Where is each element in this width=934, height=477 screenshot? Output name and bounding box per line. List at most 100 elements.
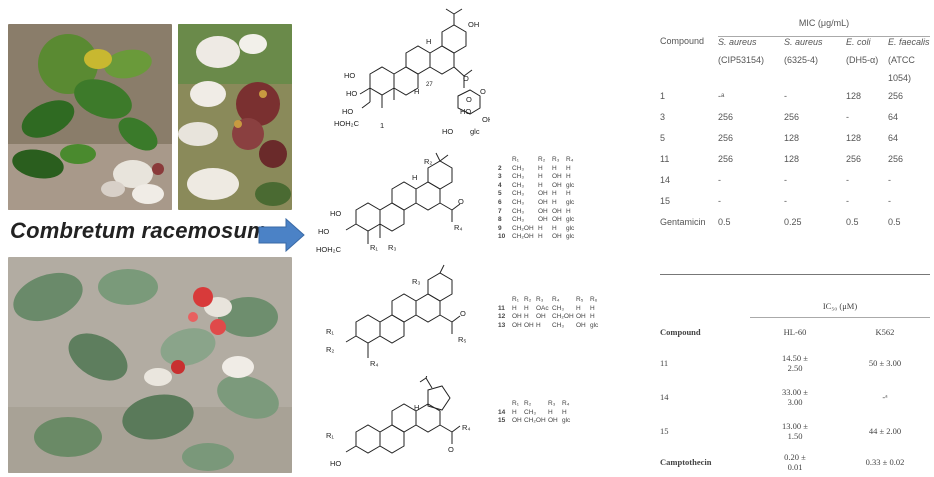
mic-col-header: Compound (660, 36, 705, 46)
mic-cell: 0.5 (718, 216, 731, 227)
ic50-cell: -ᵃ (882, 391, 888, 402)
mic-cell: 64 (888, 111, 899, 122)
mic-col-header: E. faecalis (888, 36, 930, 47)
ic50-value: 0.20 ± (784, 451, 806, 462)
substituent-cell: H (512, 304, 517, 312)
substituent-cell: R₁ (512, 400, 519, 407)
substituent-cell: 11 (498, 304, 505, 312)
substituent-cell: CH₃ (512, 216, 525, 224)
substituent-cell: OH (548, 417, 558, 425)
substituent-cell: H (566, 164, 571, 172)
mic-cell: - (784, 195, 787, 206)
substituent-cell: H (590, 313, 595, 321)
substituent-cell: 5 (498, 190, 502, 198)
substituent-cell: H (538, 233, 543, 241)
substituent-cell: glc (566, 181, 575, 189)
substituent-cell: glc (566, 233, 575, 241)
substituent-cell: OH (552, 216, 562, 224)
mic-row: 15---- (660, 196, 930, 217)
substituent-cell: H (538, 181, 543, 189)
mic-col-subheader: (6325-4) (784, 54, 819, 65)
substituent-cell: CH₂OH (524, 417, 546, 425)
structure-2: R₂ HO H O R₄ HO R₁ R₃ HOH₂C (316, 152, 464, 254)
substituent-cell: CH₃ (512, 190, 525, 198)
substituent-cell: H (548, 408, 553, 416)
plant-photo-red-flowers (8, 257, 292, 473)
substituent-cell: R₂ (524, 400, 532, 407)
mic-cell: 11 (660, 153, 670, 164)
substituent-cell: CH₃ (552, 321, 565, 329)
structure-3: R₃ R₁ R₂ R₄ O R₅ (326, 264, 466, 368)
substituent-cell: 8 (498, 216, 502, 224)
substituent-cell: glc (566, 224, 575, 232)
svg-text:R₃: R₃ (388, 243, 396, 252)
substituent-cell: glc (566, 198, 575, 206)
ic50-cell: Camptothecin (660, 456, 712, 467)
mic-cell: - (846, 174, 849, 185)
svg-text:O: O (466, 95, 472, 104)
svg-text:O: O (458, 197, 464, 206)
svg-text:OH: OH (468, 20, 479, 29)
structure-1: OH O HO O H HO HO H 27 O HO HOH₂C 1 OH H… (334, 8, 490, 136)
mic-col-subheader: (ATCC (888, 54, 915, 65)
substituent-cell: H (524, 304, 529, 312)
plant-photo-leaves (8, 24, 172, 210)
substituent-cell: glc (562, 417, 571, 425)
substituent-cell: R₁ (512, 156, 519, 163)
substituent-cell: OH (538, 207, 548, 215)
svg-text:glc: glc (470, 127, 480, 136)
substituent-cell: 12 (498, 313, 506, 321)
ic50-col-header: Compound (660, 326, 701, 337)
ic50-cell: 0.33 ± 0.02 (865, 456, 905, 467)
svg-text:1: 1 (380, 121, 384, 130)
svg-text:O: O (460, 309, 466, 318)
svg-text:R₁: R₁ (370, 243, 378, 252)
substituent-cell: H (552, 224, 557, 232)
svg-text:HO: HO (346, 89, 357, 98)
ic50-value: 14.50 ± (782, 352, 808, 363)
mic-cell: - (846, 195, 849, 206)
substituent-cell: 6 (498, 198, 502, 206)
ic50-error: 0.01 (787, 461, 803, 472)
svg-text:R₂: R₂ (326, 345, 334, 354)
ic50-error: 2.50 (787, 362, 803, 373)
substituent-cell: OH (538, 216, 548, 224)
svg-text:H: H (412, 173, 417, 182)
substituent-cell: 9 (498, 224, 502, 232)
mic-cell: 14 (660, 174, 671, 185)
mic-col-header: S. aureus (784, 36, 823, 47)
mic-cell: - (718, 195, 721, 206)
ic50-value: 13.00 ± (782, 420, 808, 431)
mic-cell: 3 (660, 111, 666, 122)
svg-text:HOH₂C: HOH₂C (316, 245, 342, 254)
mic-cell: 0.5 (888, 216, 901, 227)
substituent-cell: OH (512, 417, 522, 425)
substituent-cell: H (576, 304, 581, 312)
svg-text:HO: HO (442, 127, 453, 136)
svg-text:R₃: R₃ (412, 277, 420, 286)
substituent-cell: H (552, 164, 557, 172)
substituent-cell: R₅ (576, 296, 584, 303)
substituent-cell: glc (590, 321, 599, 329)
svg-text:O: O (463, 74, 469, 83)
mic-cell: - (888, 195, 891, 206)
ic50-cell: 13.00 ±1.50 (750, 414, 840, 448)
substituent-cell: 2 (498, 164, 502, 172)
svg-text:O: O (448, 445, 454, 454)
mic-cell: 64 (888, 132, 899, 143)
substituent-cell: H (512, 408, 517, 416)
substituent-cell: H (552, 198, 557, 206)
